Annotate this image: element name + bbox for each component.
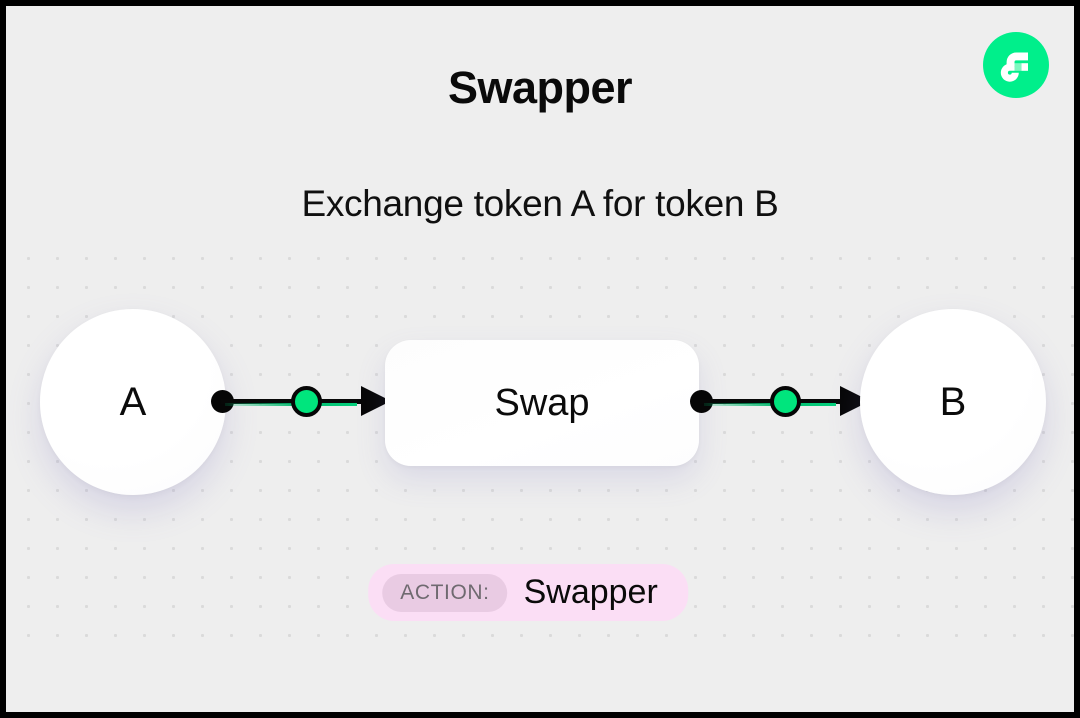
connector-swap-to-b — [690, 380, 870, 424]
action-badge: ACTION: Swapper — [368, 564, 688, 621]
action-badge-value: Swapper — [523, 573, 658, 611]
page-subtitle: Exchange token A for token B — [301, 183, 779, 224]
token-b-label: B — [939, 379, 967, 424]
connector-green-node-icon[interactable] — [770, 386, 801, 417]
connector-green-node-icon[interactable] — [291, 386, 322, 417]
flow-logo — [983, 32, 1049, 98]
swap-process-node[interactable]: Swap — [385, 340, 699, 466]
token-a-label: A — [119, 379, 147, 424]
token-a-node[interactable]: A — [40, 309, 226, 495]
connector-a-to-swap — [211, 380, 391, 424]
action-badge-label: ACTION: — [382, 573, 508, 612]
page-title: Swapper — [447, 62, 633, 113]
swap-process-label: Swap — [494, 381, 590, 424]
token-b-node[interactable]: B — [860, 309, 1046, 495]
